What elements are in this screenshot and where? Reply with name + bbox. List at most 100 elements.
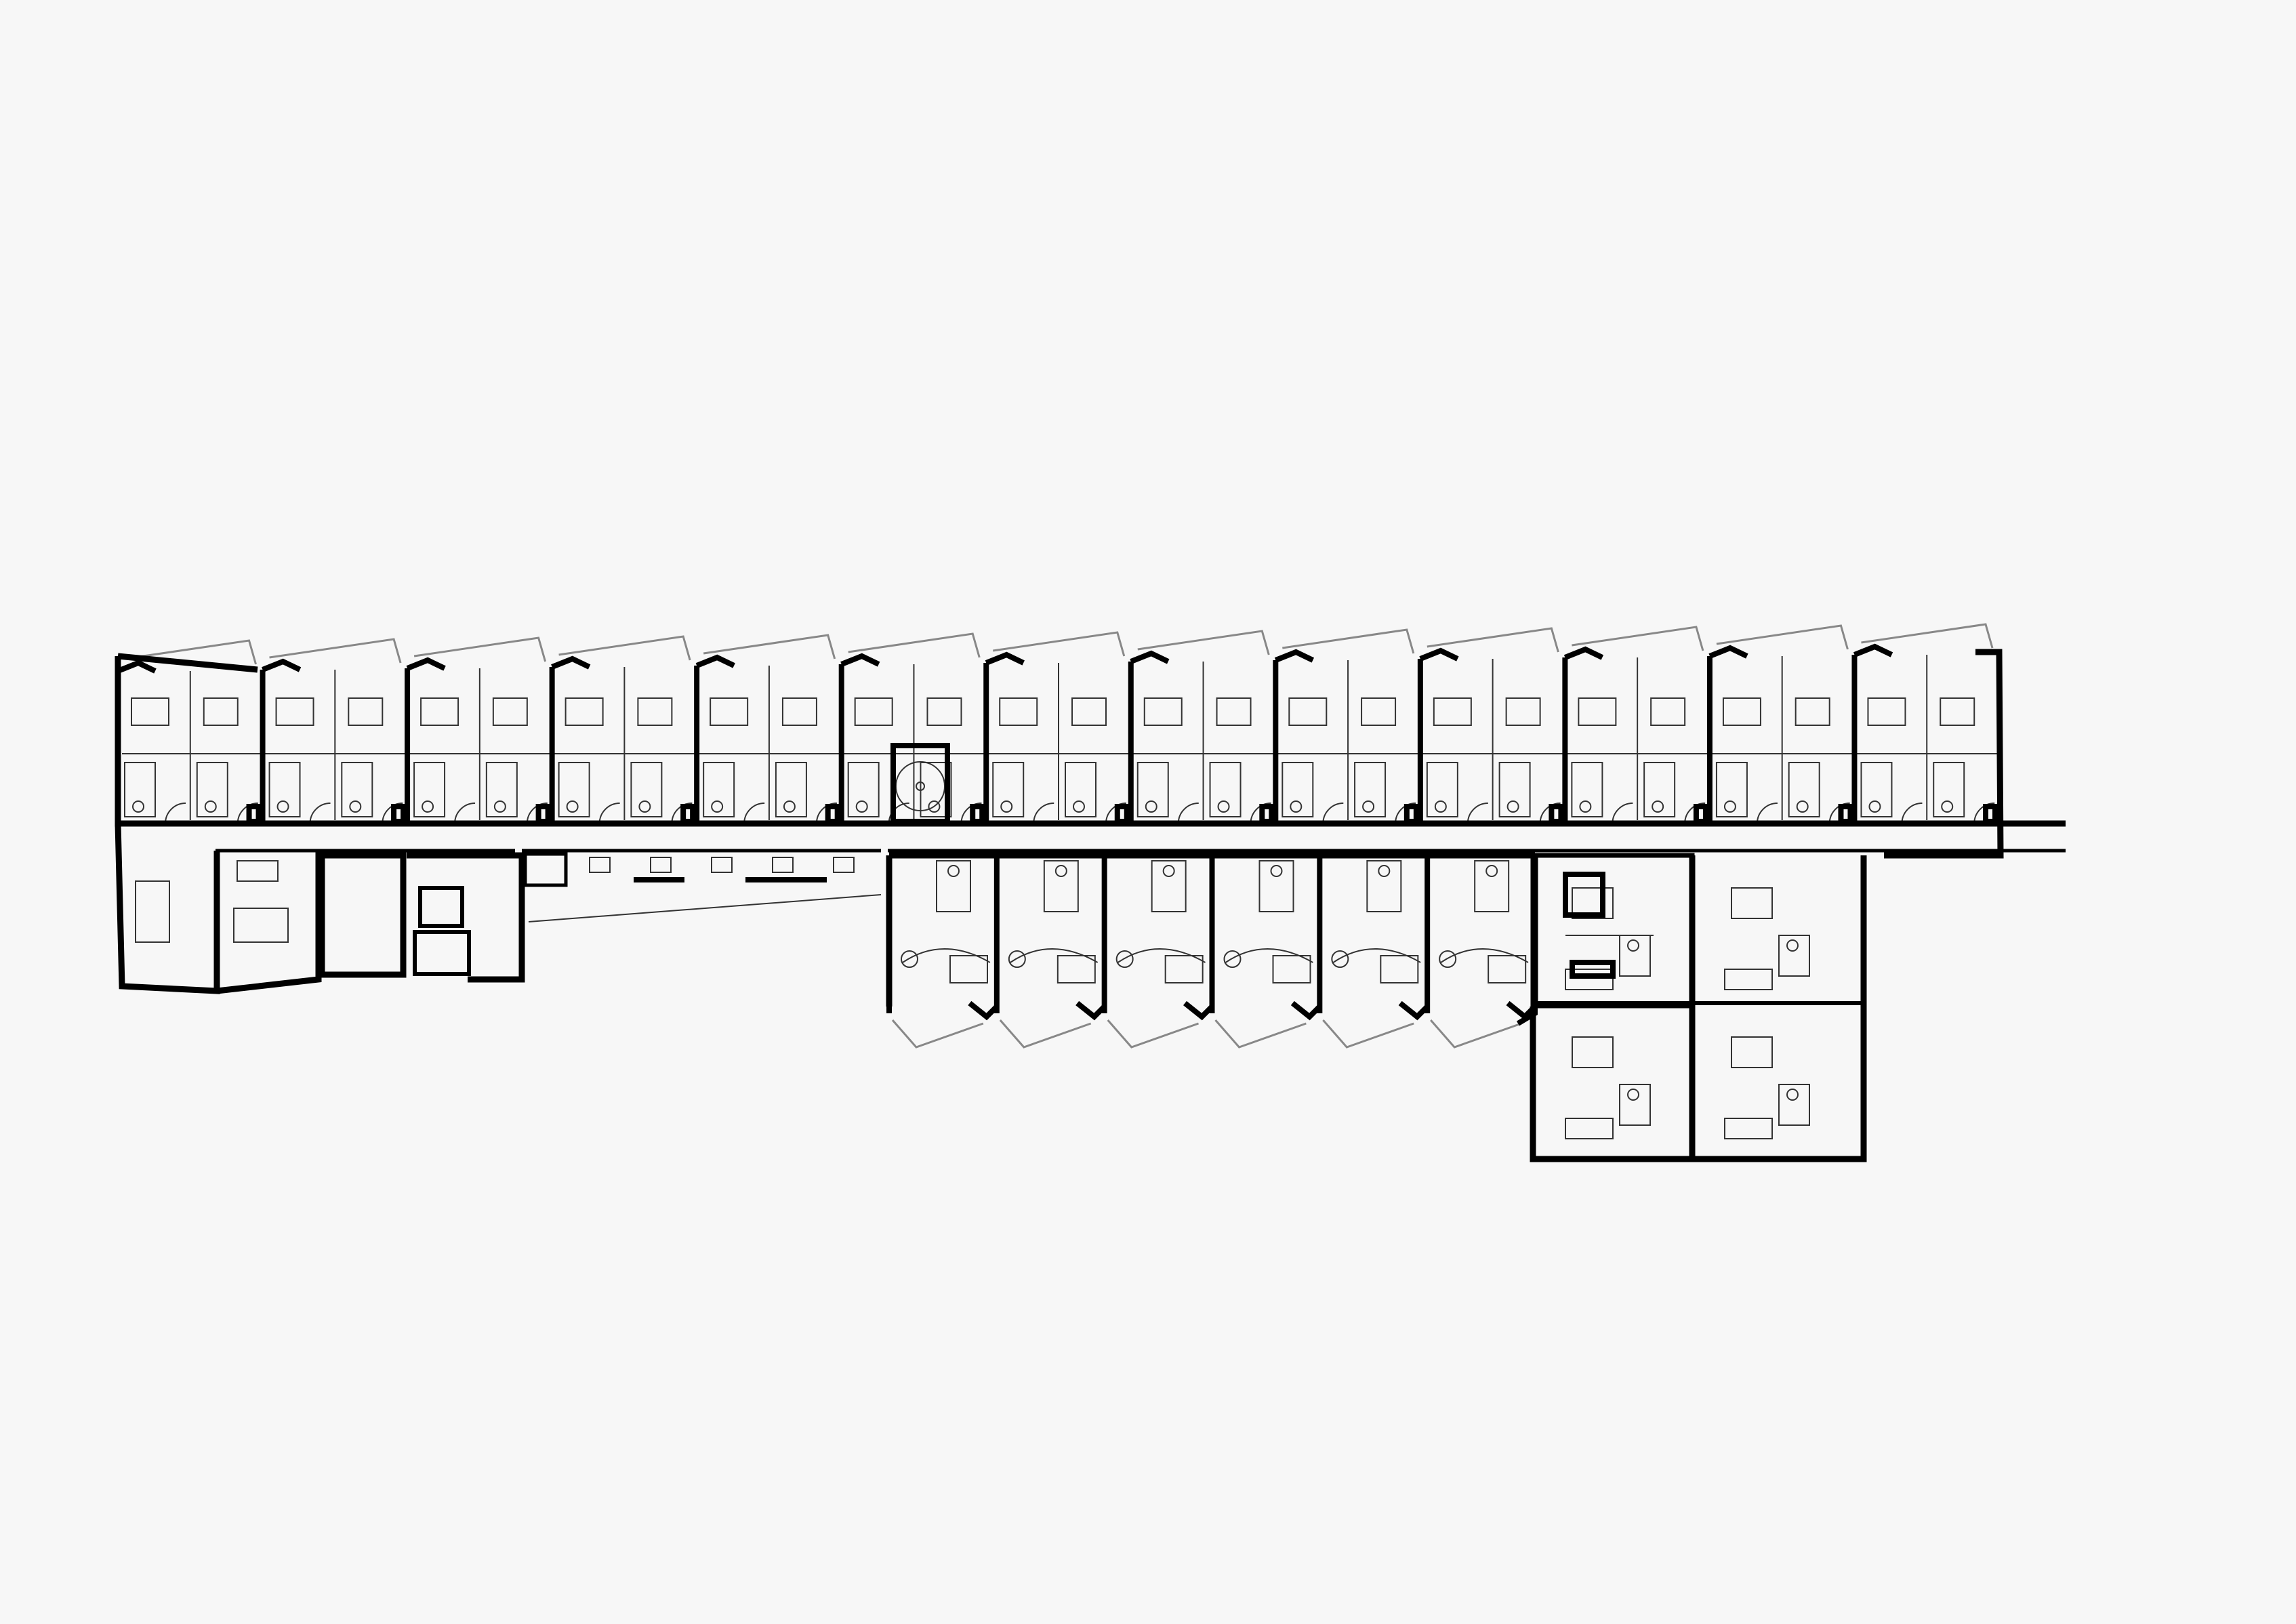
bed-icon (1071, 697, 1107, 726)
chair-icon (1223, 950, 1242, 968)
bed-icon (854, 697, 893, 726)
furniture-curve (1440, 948, 1529, 963)
toilet-icon (1073, 800, 1085, 813)
south-facade-notch (1398, 1000, 1429, 1021)
north-facade-notch (551, 655, 591, 670)
terrace-edge (528, 894, 882, 922)
door-swing (1901, 803, 1923, 824)
column (1549, 804, 1564, 824)
south-balcony (891, 1019, 984, 1049)
bed-icon (1650, 697, 1686, 726)
north-facade-notch (985, 651, 1025, 666)
toilet-icon (566, 800, 579, 813)
bathroom (1366, 860, 1402, 912)
stair-flight (1570, 960, 1616, 979)
bed-icon (420, 697, 459, 726)
furniture-curve (1332, 948, 1421, 963)
bed-icon (1795, 697, 1830, 726)
door-swing (1105, 803, 1127, 824)
spiral-stair-core (916, 781, 925, 791)
bed-icon (1164, 955, 1204, 983)
north-balcony (558, 635, 691, 661)
door-swing (237, 803, 258, 824)
bathroom (775, 762, 807, 817)
bed-icon (565, 697, 604, 726)
bed-icon (1361, 697, 1397, 726)
door-swing (309, 803, 331, 824)
door-swing (1756, 803, 1778, 824)
sofa-icon (1565, 969, 1614, 990)
spiral-stair-enclosure (890, 743, 950, 824)
column (1983, 804, 1998, 824)
door-swing (454, 803, 476, 824)
north-facade-notch (117, 659, 157, 674)
bathroom (1136, 762, 1169, 817)
bed-icon (492, 697, 528, 726)
north-facade-notch (840, 653, 880, 667)
bed-icon (1057, 955, 1096, 983)
balconies (124, 623, 1994, 1049)
stair-core (319, 852, 407, 978)
bathroom (413, 762, 446, 817)
column (970, 804, 985, 824)
chair-icon (1331, 950, 1349, 968)
bed-icon (781, 697, 817, 726)
north-balcony (1427, 627, 1559, 653)
bed-icon (135, 880, 170, 943)
toilet-icon (493, 800, 506, 813)
south-balcony (1430, 1019, 1522, 1049)
north-facade-notch (1274, 649, 1315, 663)
south-end-wall (1516, 855, 1538, 1026)
bathroom (1498, 762, 1531, 817)
toilet-icon (1652, 800, 1664, 813)
bathroom (1043, 860, 1079, 912)
bed-icon (1940, 697, 1975, 726)
bed-icon (1731, 887, 1773, 919)
bed-icon (1867, 697, 1906, 726)
north-facade-notch (1708, 645, 1748, 659)
toilet-icon (204, 800, 217, 813)
bathroom (1778, 1084, 1810, 1126)
west-block-outline (115, 823, 322, 994)
toilet-icon (422, 800, 434, 813)
toilet-icon (276, 800, 289, 813)
bed-icon (275, 697, 314, 726)
furniture-curve (1225, 948, 1313, 963)
door-swing (1467, 803, 1488, 824)
sofa-icon (1724, 969, 1773, 990)
door-swing (1973, 803, 1995, 824)
north-balcony (1861, 623, 1994, 649)
bathroom (630, 762, 663, 817)
bathroom (1354, 762, 1387, 817)
bed-icon (710, 697, 749, 726)
bed-icon (131, 697, 169, 726)
sofa-icon (1565, 1118, 1614, 1139)
bathroom (1860, 762, 1893, 817)
north-balcony (1572, 626, 1704, 651)
bathroom (1065, 762, 1096, 817)
north-balcony (413, 636, 547, 662)
bathroom (237, 860, 279, 882)
toilet-icon (947, 865, 960, 877)
bed-icon (1288, 697, 1328, 726)
bed-icon (1578, 697, 1617, 726)
toilet-icon (711, 800, 724, 813)
bathroom (1151, 860, 1187, 912)
bed-icon (1143, 697, 1183, 726)
toilet-icon (1145, 800, 1157, 813)
bathroom (1933, 762, 1965, 817)
toilet-icon (1796, 800, 1809, 813)
toilet-icon (928, 800, 941, 813)
bed-icon (1722, 697, 1761, 726)
interior-lines (122, 655, 1999, 1139)
lobby-wall (407, 852, 525, 983)
bed-icon (949, 955, 988, 983)
bed-icon (1572, 1036, 1614, 1068)
exterior-walls (115, 649, 2066, 1162)
lounge-chair-icon (650, 857, 672, 873)
north-balcony (703, 634, 836, 659)
bathroom (1715, 762, 1748, 817)
column (535, 804, 551, 824)
bathroom (558, 762, 590, 817)
